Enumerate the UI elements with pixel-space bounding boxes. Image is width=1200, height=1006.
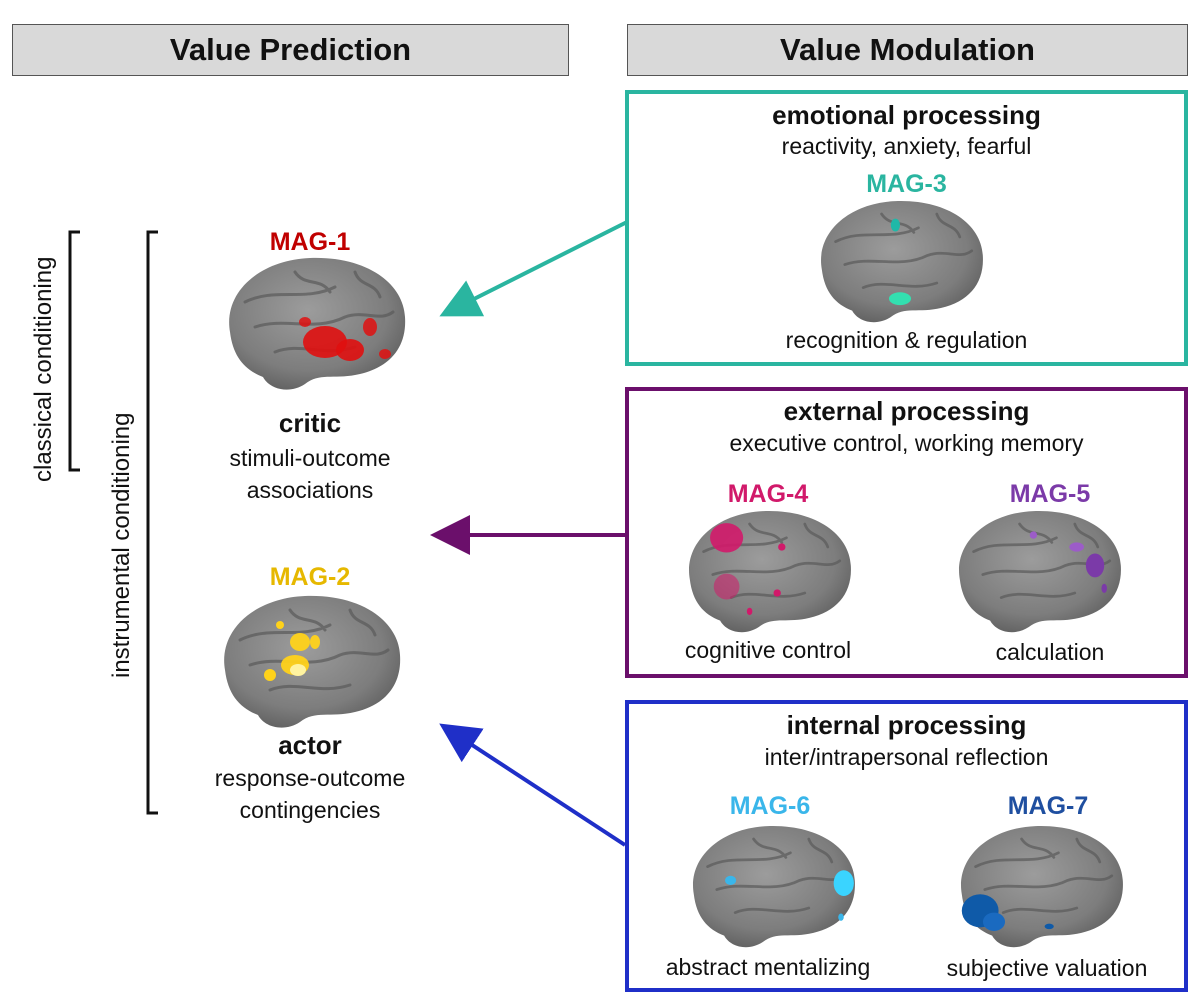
arrow-internal: [439, 723, 627, 847]
emotional-processing-box: [625, 90, 1188, 366]
mag5-label: MAG-5: [1009, 480, 1091, 508]
classical-conditioning-label: classical conditioning: [30, 256, 57, 482]
mag2-label: MAG-2: [269, 563, 351, 591]
emotional-title: emotional processing: [772, 100, 1041, 130]
critic-desc-line1: stimuli-outcome: [229, 445, 391, 471]
emotional-caption: recognition & regulation: [785, 327, 1028, 353]
actor-desc-line1: response-outcome: [214, 765, 406, 791]
instrumental-bracket: [146, 230, 158, 815]
mag6-label: MAG-6: [729, 792, 811, 820]
subjective-valuation-caption: subjective valuation: [946, 955, 1148, 981]
internal-processing-box: [625, 700, 1188, 992]
brain-mag5: [957, 509, 1123, 634]
external-title: external processing: [783, 396, 1030, 426]
brain-mag7: [959, 824, 1125, 949]
cognitive-control-caption: cognitive control: [684, 637, 852, 663]
mag7-label: MAG-7: [1007, 792, 1089, 820]
brain-mag4: [687, 509, 853, 634]
external-processing-box: [625, 387, 1188, 678]
brain-mag3: [819, 199, 985, 324]
mag1-label: MAG-1: [269, 228, 351, 256]
mag3-label: MAG-3: [866, 170, 947, 198]
brain-mag2: [222, 594, 402, 730]
header-value-modulation: Value Modulation: [627, 24, 1188, 76]
brain-mag1: [227, 256, 407, 392]
mag4-label: MAG-4: [727, 480, 809, 508]
emotional-subtitle: reactivity, anxiety, fearful: [781, 133, 1032, 159]
internal-title: internal processing: [786, 710, 1027, 740]
actor-desc-line2: contingencies: [239, 797, 381, 823]
brain-mag6: [691, 824, 857, 949]
external-subtitle: executive control, working memory: [729, 430, 1084, 456]
critic-desc-line2: associations: [246, 477, 374, 503]
classical-bracket: [68, 230, 80, 472]
instrumental-conditioning-label: instrumental conditioning: [108, 412, 135, 679]
header-value-prediction: Value Prediction: [12, 24, 569, 76]
arrow-emotional: [439, 220, 628, 317]
actor-label: actor: [278, 730, 342, 760]
critic-label: critic: [278, 408, 342, 438]
calculation-caption: calculation: [995, 639, 1105, 665]
internal-subtitle: inter/intrapersonal reflection: [764, 744, 1049, 770]
abstract-mentalizing-caption: abstract mentalizing: [665, 954, 871, 980]
